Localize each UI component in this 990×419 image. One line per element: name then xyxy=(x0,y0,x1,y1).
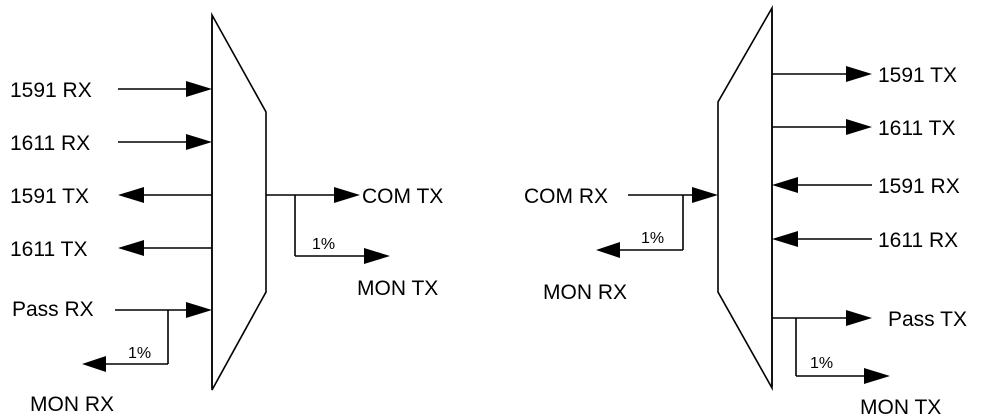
left-com-tx-label: COM TX xyxy=(362,185,443,208)
left-mon-rx-label: MON RX xyxy=(30,393,114,416)
left-mux-group: 1591 RX 1611 RX 1591 TX 1611 TX Pass RX … xyxy=(10,11,443,416)
right-input-1591-rx-label: 1591 RX xyxy=(878,175,960,198)
right-output-1591-tx-label: 1591 TX xyxy=(878,64,957,87)
left-pass-rx-arrowhead xyxy=(186,302,212,318)
right-pass-tx-label: Pass TX xyxy=(888,308,967,331)
right-output-1591-tx-arrowhead xyxy=(846,66,872,82)
left-output-1591-tx-label: 1591 TX xyxy=(10,185,89,208)
right-com-rx-arrowhead xyxy=(692,187,718,203)
left-output-1611-tx-label: 1611 TX xyxy=(10,238,87,261)
right-input-1591-rx-arrowhead xyxy=(772,177,798,193)
right-com-rx-label: COM RX xyxy=(524,185,608,208)
left-mon-tx-arrowhead xyxy=(364,248,390,264)
left-mux-body xyxy=(211,11,267,391)
right-input-1611-rx-arrowhead xyxy=(772,231,798,247)
right-mon-rx-percent: 1% xyxy=(641,230,664,247)
right-mon-tx-percent: 1% xyxy=(810,355,833,372)
left-output-1591-tx-arrowhead xyxy=(118,187,144,203)
left-mon-rx-percent: 1% xyxy=(128,345,151,362)
right-output-1611-tx-arrowhead xyxy=(846,119,872,135)
right-input-1611-rx-label: 1611 RX xyxy=(878,229,958,252)
right-pass-tx-arrowhead xyxy=(846,310,872,326)
left-output-1611-tx-arrowhead xyxy=(118,240,144,256)
left-input-1611-rx-arrowhead xyxy=(186,134,212,150)
left-mon-tx-label: MON TX xyxy=(357,277,438,300)
right-mon-rx-arrowhead xyxy=(596,242,620,258)
right-mon-rx-label: MON RX xyxy=(543,281,627,304)
right-mon-tx-label: MON TX xyxy=(860,396,941,419)
left-mon-tx-percent: 1% xyxy=(312,236,335,253)
left-input-1611-rx-label: 1611 RX xyxy=(10,132,90,155)
right-output-1611-tx-label: 1611 TX xyxy=(878,117,955,140)
left-input-1591-rx-label: 1591 RX xyxy=(10,79,92,102)
right-mux-group: COM RX 1% MON RX 1591 TX 1611 TX 1591 RX… xyxy=(524,5,967,419)
right-mux-body xyxy=(717,5,773,392)
left-input-1591-rx-arrowhead xyxy=(186,81,212,97)
left-pass-rx-label: Pass RX xyxy=(12,298,94,321)
left-mon-rx-arrowhead xyxy=(82,356,106,372)
right-mon-tx-arrowhead xyxy=(864,368,890,384)
left-com-tx-arrowhead xyxy=(334,187,360,203)
